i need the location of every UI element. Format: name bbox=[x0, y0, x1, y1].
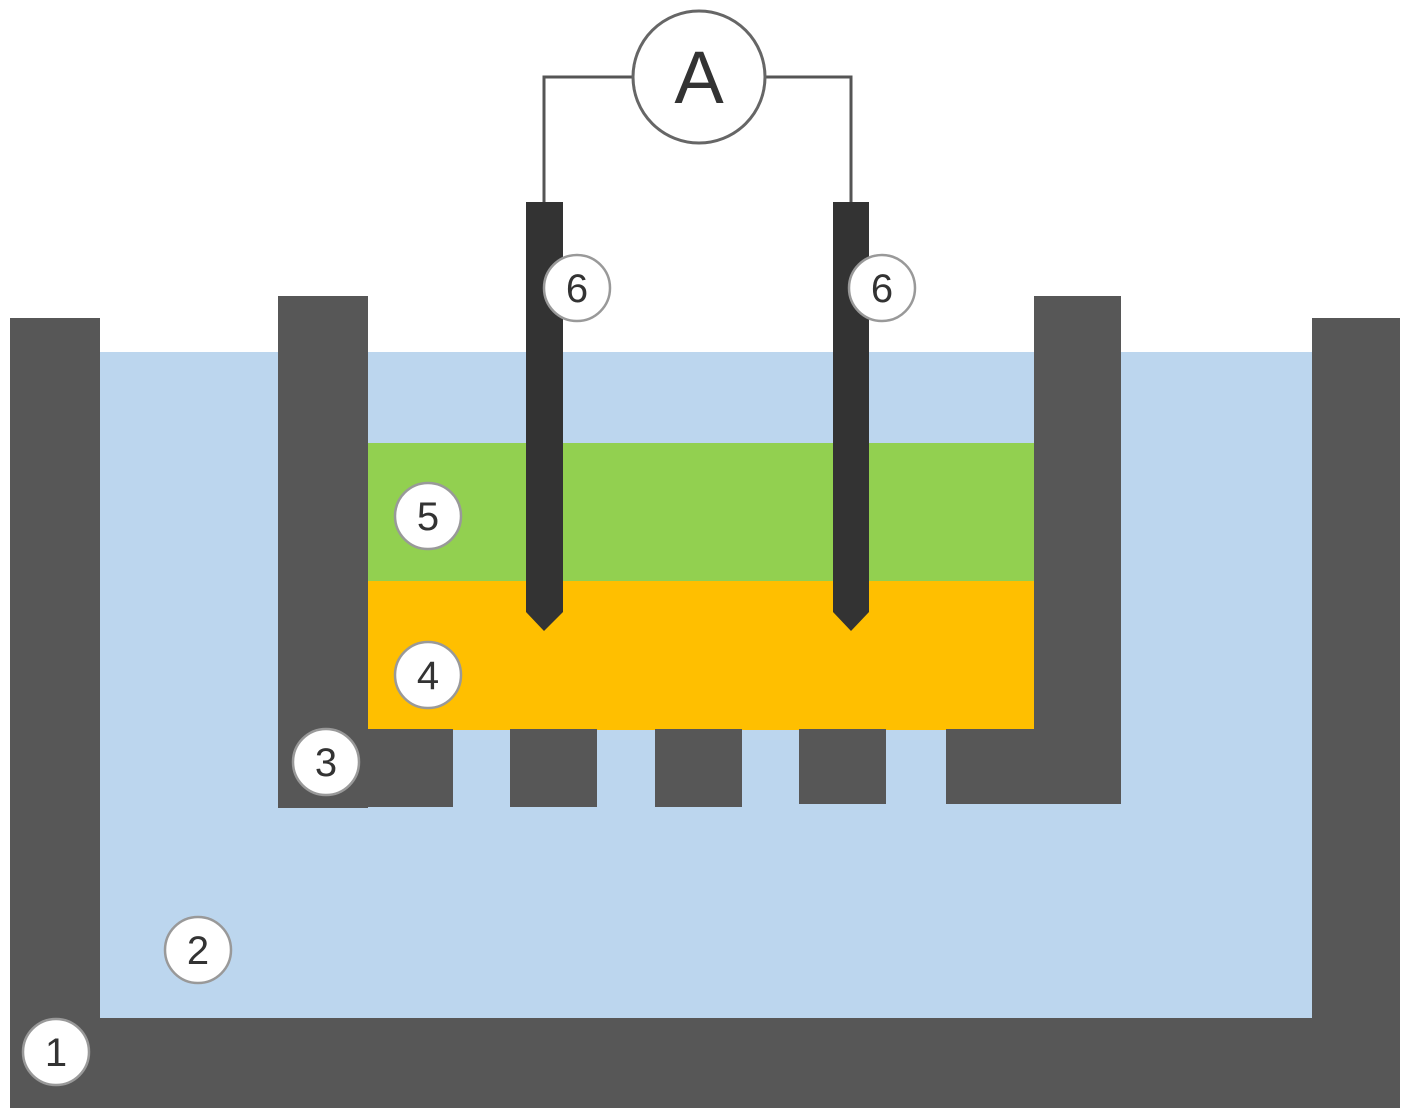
outer-container bbox=[10, 318, 1400, 1108]
label-6-right: 6 bbox=[847, 253, 917, 323]
label-4-circle bbox=[393, 640, 463, 710]
inner-cell-bottom-segment-5 bbox=[946, 729, 1121, 804]
inner-cell-bottom-segment-3 bbox=[655, 729, 742, 807]
label-6-right-text: 6 bbox=[871, 267, 893, 311]
label-4: 4 bbox=[393, 640, 463, 710]
wire-left bbox=[542, 75, 633, 204]
inner-cell-bottom-segment-1 bbox=[366, 729, 453, 807]
ammeter: A bbox=[631, 9, 767, 145]
inner-cell-right-wall bbox=[1034, 296, 1121, 803]
label-3: 3 bbox=[291, 727, 361, 797]
label-4-text: 4 bbox=[417, 654, 439, 698]
label-2-circle bbox=[163, 915, 233, 985]
layer-top-green bbox=[366, 443, 1034, 583]
label-2: 2 bbox=[163, 915, 233, 985]
label-6-right-circle bbox=[847, 253, 917, 323]
outer-container-bottom bbox=[10, 1018, 1400, 1108]
label-3-text: 3 bbox=[315, 741, 337, 785]
wire-right bbox=[765, 75, 853, 204]
ammeter-circle bbox=[631, 9, 767, 145]
label-6-left-text: 6 bbox=[566, 267, 588, 311]
label-5-text: 5 bbox=[417, 495, 439, 539]
label-2-text: 2 bbox=[187, 929, 209, 973]
circuit-wires bbox=[542, 75, 853, 204]
label-5: 5 bbox=[393, 481, 463, 551]
label-1-circle bbox=[21, 1017, 91, 1087]
label-1: 1 bbox=[21, 1017, 91, 1087]
ammeter-symbol: A bbox=[674, 36, 724, 119]
inner-cell-bottom-segment-2 bbox=[510, 729, 597, 807]
inner-cell-bottom-segment-4 bbox=[799, 729, 886, 804]
inner-cell bbox=[278, 296, 1121, 808]
outer-container-left-wall bbox=[10, 318, 100, 1108]
label-3-circle bbox=[291, 727, 361, 797]
inner-cell-left-wall bbox=[278, 296, 368, 808]
label-6-left-circle bbox=[542, 253, 612, 323]
label-6-left: 6 bbox=[542, 253, 612, 323]
label-5-circle bbox=[393, 481, 463, 551]
outer-container-right-wall bbox=[1312, 318, 1400, 1108]
label-1-text: 1 bbox=[45, 1031, 67, 1075]
layer-bottom-orange bbox=[366, 581, 1034, 730]
